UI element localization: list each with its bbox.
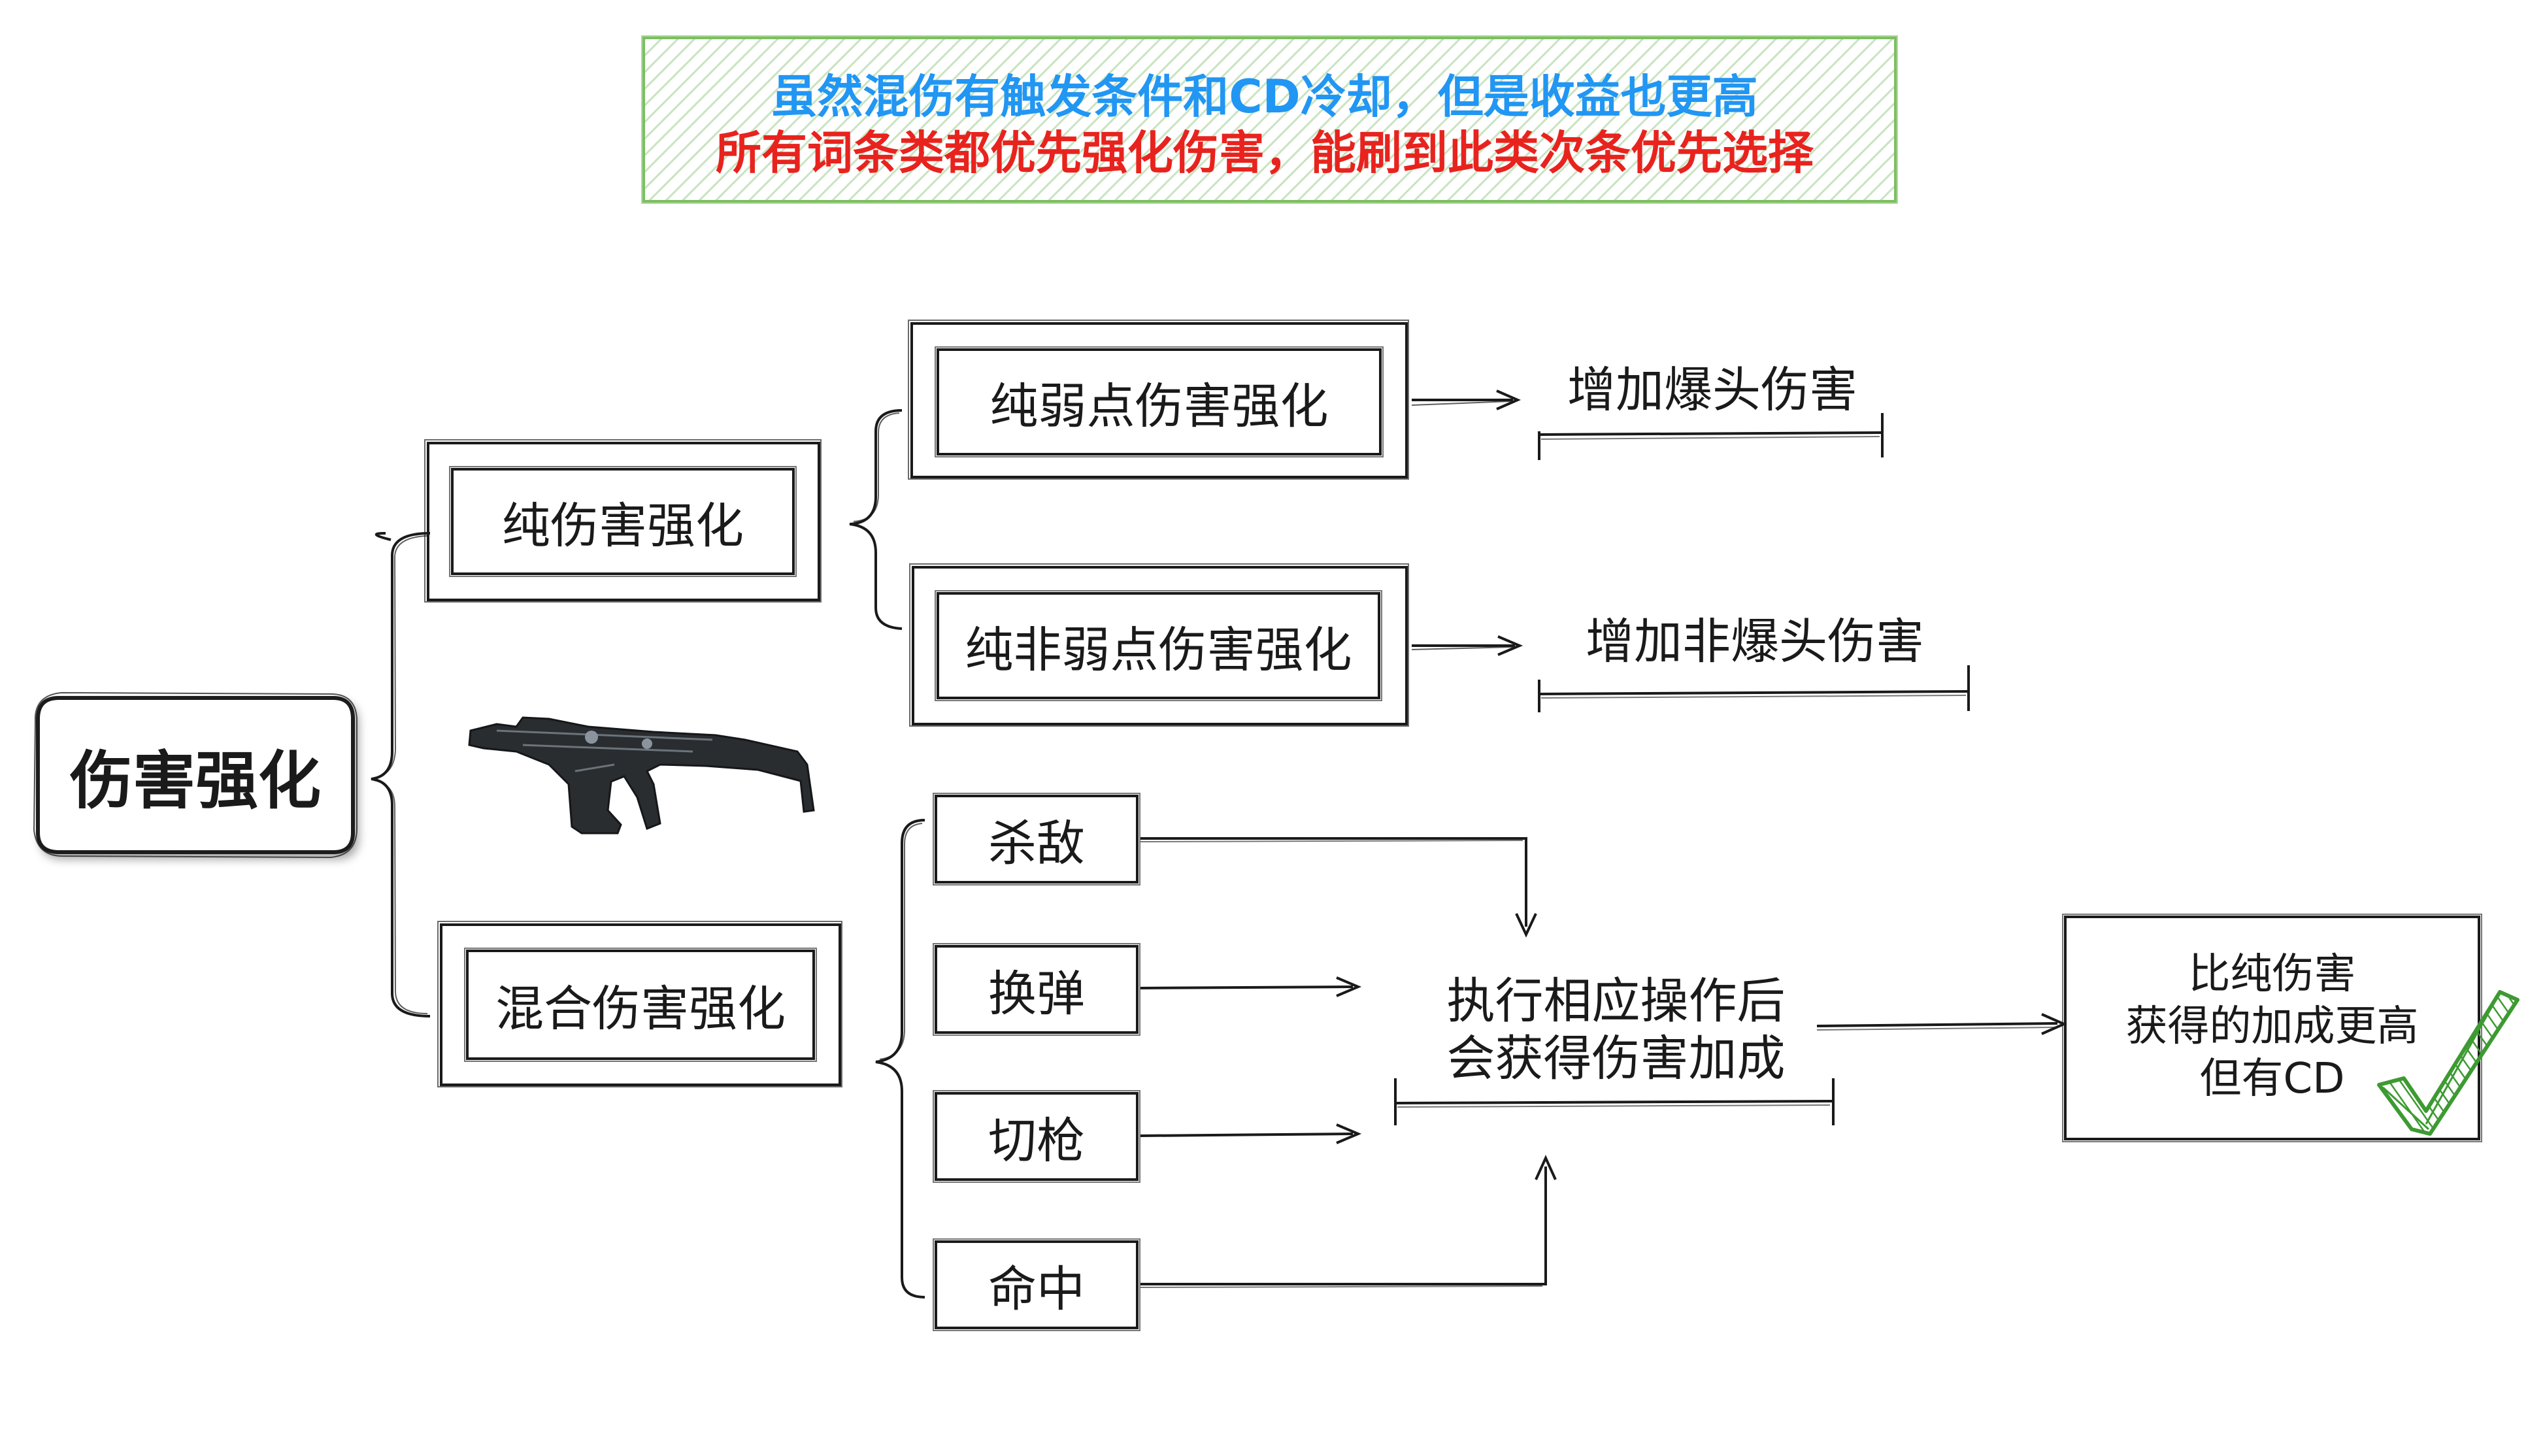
check-icon (2377, 990, 2520, 1136)
trigger-hit: 命中 (988, 1261, 1085, 1317)
root-box (36, 696, 355, 854)
effect-underlines (1538, 413, 1970, 712)
trigger-kill: 杀敌 (988, 815, 1085, 872)
non-weak-point-node: 纯非弱点伤害强化 (965, 621, 1352, 678)
result-line-1: 执行相应操作后 (1446, 972, 1786, 1029)
pure-box-frame (424, 439, 822, 603)
root-node: 伤害强化 (70, 744, 321, 818)
effect-arrows (1411, 389, 1523, 656)
banner-text-1: 虽然混伤有触发条件和CD冷却，但是收益也更高 (771, 70, 1758, 124)
rifle-icon (468, 716, 815, 835)
note-line-2: 获得的加成更高 (2125, 1002, 2419, 1051)
note-line-3: 但有CD (2199, 1055, 2345, 1103)
weak-point-node: 纯弱点伤害强化 (990, 378, 1329, 435)
mixed-damage-node: 混合伤害强化 (495, 981, 786, 1037)
banner-line-1: 虽然混伤有触发条件和CD冷却，但是收益也更高 (640, 60, 1889, 126)
result-underline (1394, 1078, 1835, 1125)
non-headshot-effect: 增加非爆头伤害 (1586, 613, 1924, 670)
banner-line-2: 所有词条类都优先强化伤害，能刷到此类次条优先选择 (640, 116, 1889, 182)
banner-text-2: 所有词条类都优先强化伤害，能刷到此类次条优先选择 (716, 126, 1814, 180)
note-arrow (1816, 1013, 2067, 1035)
trigger-reload: 换弹 (988, 965, 1085, 1022)
result-line-2: 会获得伤害加成 (1446, 1030, 1786, 1087)
nonweak-box-frame (909, 563, 1409, 727)
trigger-arrows (1140, 837, 1557, 1288)
headshot-effect: 增加爆头伤害 (1567, 361, 1857, 418)
note-line-1: 比纯伤害 (2188, 950, 2356, 999)
weak-box-frame (908, 320, 1409, 480)
trigger-frames (933, 793, 1140, 1331)
pure-damage-node: 纯伤害强化 (502, 497, 744, 554)
mixed-box-frame (437, 921, 842, 1087)
banner-frame (641, 35, 1898, 204)
trigger-swap: 切枪 (988, 1112, 1085, 1169)
